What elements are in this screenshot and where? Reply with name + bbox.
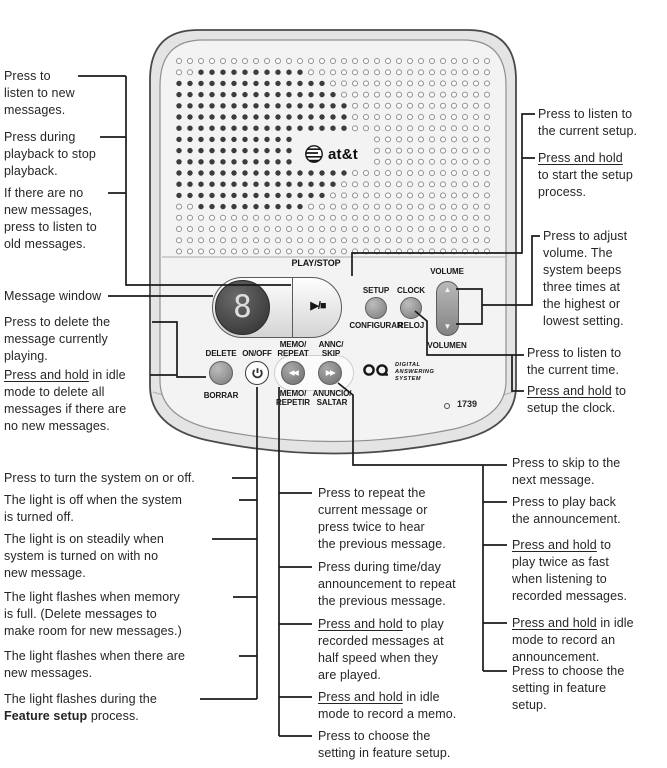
power-icon (251, 367, 263, 378)
callout-old-messages: If there are no new messages, press to l… (4, 186, 97, 251)
callout-stop-playback: Press during playback to stop playback. (4, 130, 96, 178)
callout-light-memory-full: The light flashes when memory is full. (… (4, 590, 182, 638)
fast-forward-icon: ▶▶ (325, 368, 336, 378)
annc-skip-button: ▶▶ (318, 361, 342, 385)
att-logo: at&t (294, 142, 368, 166)
message-count-digit: 8 (233, 289, 252, 325)
callout-record-announcement: Press and hold in idle mode to record an… (512, 616, 634, 664)
play-stop-icon: ▶/■ (310, 300, 326, 312)
callout-skip-next: Press to skip to the next message. (512, 456, 621, 487)
setup-label-es: CONFIGURAR (349, 321, 403, 330)
callout-repeat-message: Press to repeat the current message or p… (318, 486, 446, 551)
callout-listen-new: Press to listen to new messages. (4, 69, 75, 117)
leader-volume (456, 235, 540, 325)
callout-listen-time: Press to listen to the current time. (527, 346, 622, 377)
volume-label-en: VOLUME (430, 267, 464, 276)
callout-delete-all: Press and hold in idle mode to delete al… (4, 368, 127, 433)
callout-listen-setup: Press to listen to the current setup. (538, 107, 638, 138)
leader-setup (351, 113, 535, 276)
volume-down-icon: ▼ (443, 322, 452, 331)
volume-rocker: ▲ ▼ (436, 281, 459, 336)
callout-setup-clock: Press and hold to setup the clock. (527, 384, 626, 415)
callout-record-memo: Press and hold in idle mode to record a … (318, 690, 457, 721)
delete-label-en: DELETE (205, 349, 237, 358)
volume-label-es: VOLUMEN (427, 341, 467, 350)
callout-start-setup: Press and hold to start the setup proces… (538, 151, 633, 199)
callout-power-toggle: Press to turn the system on or off. (4, 471, 195, 485)
callout-light-steady: The light is on steadily when system is … (4, 532, 164, 580)
setup-label-en: SETUP (362, 286, 390, 295)
clock-label-en: CLOCK (397, 286, 425, 295)
att-wordmark: at&t (328, 145, 358, 163)
att-globe-icon (305, 145, 323, 163)
leader-power (200, 387, 258, 700)
callout-message-window: Message window (4, 289, 102, 303)
callout-repeat-timeday: Press during time/day announcement to re… (318, 560, 456, 608)
panel-divider (292, 278, 293, 337)
model-number: 1739 (457, 399, 478, 409)
annc-skip-label-en: ANNC/ SKIP (318, 340, 344, 359)
memo-repeat-button: ◀◀ (281, 361, 305, 385)
callout-double-speed: Press and hold to play twice as fast whe… (512, 538, 628, 603)
delete-button (209, 361, 233, 385)
leader-memo (278, 387, 312, 737)
setup-button (365, 297, 387, 319)
annc-skip-label-es: ANUNCIO/ SALTAR (312, 389, 352, 408)
clock-button (400, 297, 422, 319)
play-stop-label: PLAY/STOP (291, 258, 341, 268)
delete-label-es: BORRAR (203, 391, 239, 400)
memo-repeat-label-en: MEMO/ REPEAT (277, 340, 309, 359)
indicator-dot (444, 403, 450, 409)
volume-up-icon: ▲ (443, 285, 452, 294)
callout-light-feature-setup: The light flashes during the Feature set… (4, 692, 157, 723)
onoff-label: ON/OFF (242, 349, 272, 358)
leader-playstop (78, 75, 291, 286)
callout-light-new-messages: The light flashes when there are new mes… (4, 649, 186, 680)
callout-delete-playing: Press to delete the message currently pl… (4, 315, 111, 363)
cassette-icon (363, 364, 388, 376)
das-logo-text: DIGITAL ANSWERING SYSTEM (395, 362, 435, 382)
rewind-icon: ◀◀ (288, 368, 299, 378)
message-window-display: 8 (215, 280, 270, 335)
power-button (245, 361, 269, 385)
callout-choose-setting-memo: Press to choose the setting in feature s… (318, 729, 451, 760)
callout-adjust-volume: Press to adjust volume. The system beeps… (543, 229, 628, 328)
callout-play-announcement: Press to play back the announcement. (512, 495, 621, 526)
callout-choose-setting-annc: Press to choose the setting in feature s… (512, 664, 625, 712)
clock-label-es: RELOJ (397, 321, 425, 330)
callout-half-speed: Press and hold to play recorded messages… (318, 617, 444, 682)
callout-light-off: The light is off when the system is turn… (4, 493, 183, 524)
